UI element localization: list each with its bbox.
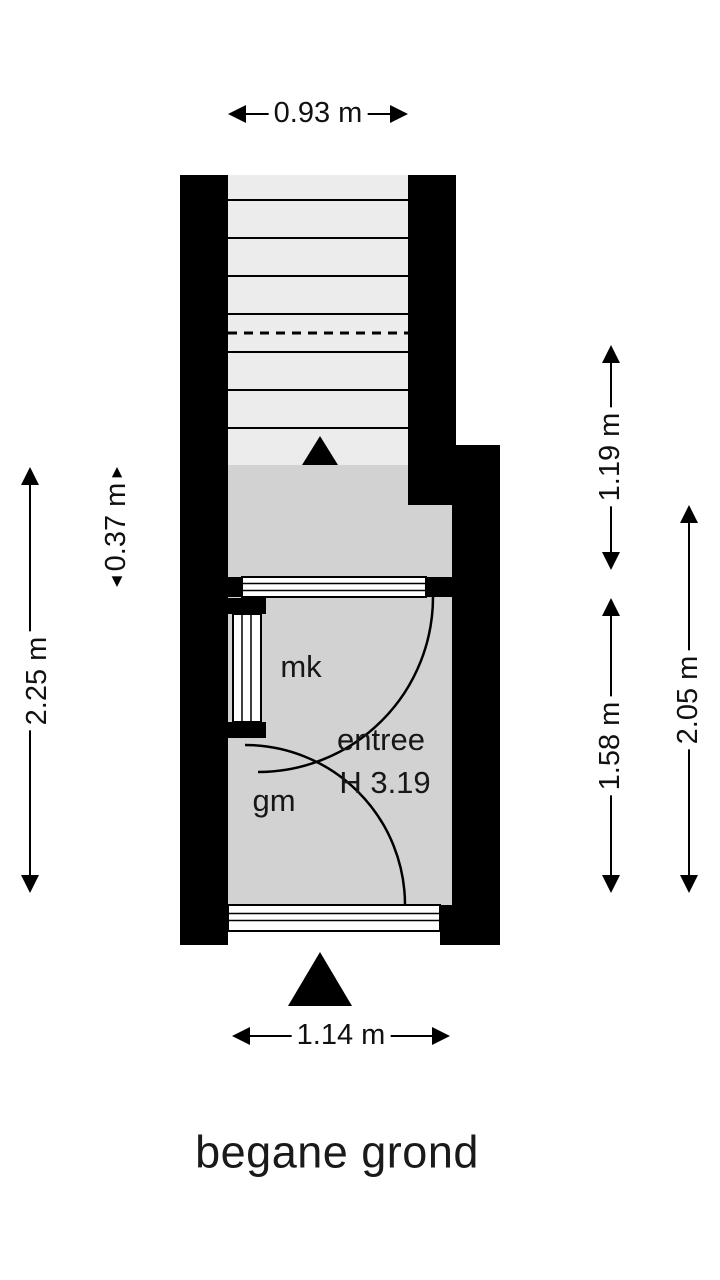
left-wall — [180, 175, 228, 945]
partition-window — [241, 576, 427, 598]
room-label-ceiling-height: H 3.19 — [339, 764, 431, 800]
room-label-gm: gm — [252, 782, 296, 818]
dimension-label-left-outer: 2.25 m — [21, 631, 54, 731]
dimension-label-right-upper: 1.19 m — [594, 407, 627, 507]
stairwell-right-wall — [408, 175, 456, 505]
interior-door-arc — [257, 596, 435, 774]
right-wall — [452, 445, 500, 945]
meter-cupboard-door — [232, 613, 262, 723]
stair-treads — [228, 199, 408, 429]
dimension-label-top: 0.93 m — [268, 97, 368, 130]
dimension-label-bottom: 1.14 m — [291, 1019, 391, 1052]
dimension-label-left-inner: 0.37 m — [100, 477, 133, 577]
plan-title: begane grond — [195, 1126, 479, 1178]
entrance-arrow — [288, 952, 352, 1006]
room-fills — [228, 465, 452, 905]
room-label-entree: entree — [337, 721, 425, 757]
partition-hinge-block — [426, 577, 452, 597]
dimension-label-right-outer: 2.05 m — [672, 650, 705, 750]
front-door-threshold — [227, 904, 441, 945]
walls — [180, 175, 500, 945]
room-label-mk: mk — [280, 648, 322, 684]
landing-floor — [228, 465, 452, 577]
stair-direction-arrow — [302, 436, 338, 465]
mk-bottom-stub — [228, 722, 266, 738]
dimension-label-right-middle: 1.58 m — [594, 696, 627, 796]
partition-left-stub — [228, 577, 242, 597]
bottom-right-wall — [440, 905, 500, 945]
staircase — [228, 175, 408, 465]
front-door-arc — [244, 743, 407, 906]
mk-top-stub — [228, 598, 266, 614]
